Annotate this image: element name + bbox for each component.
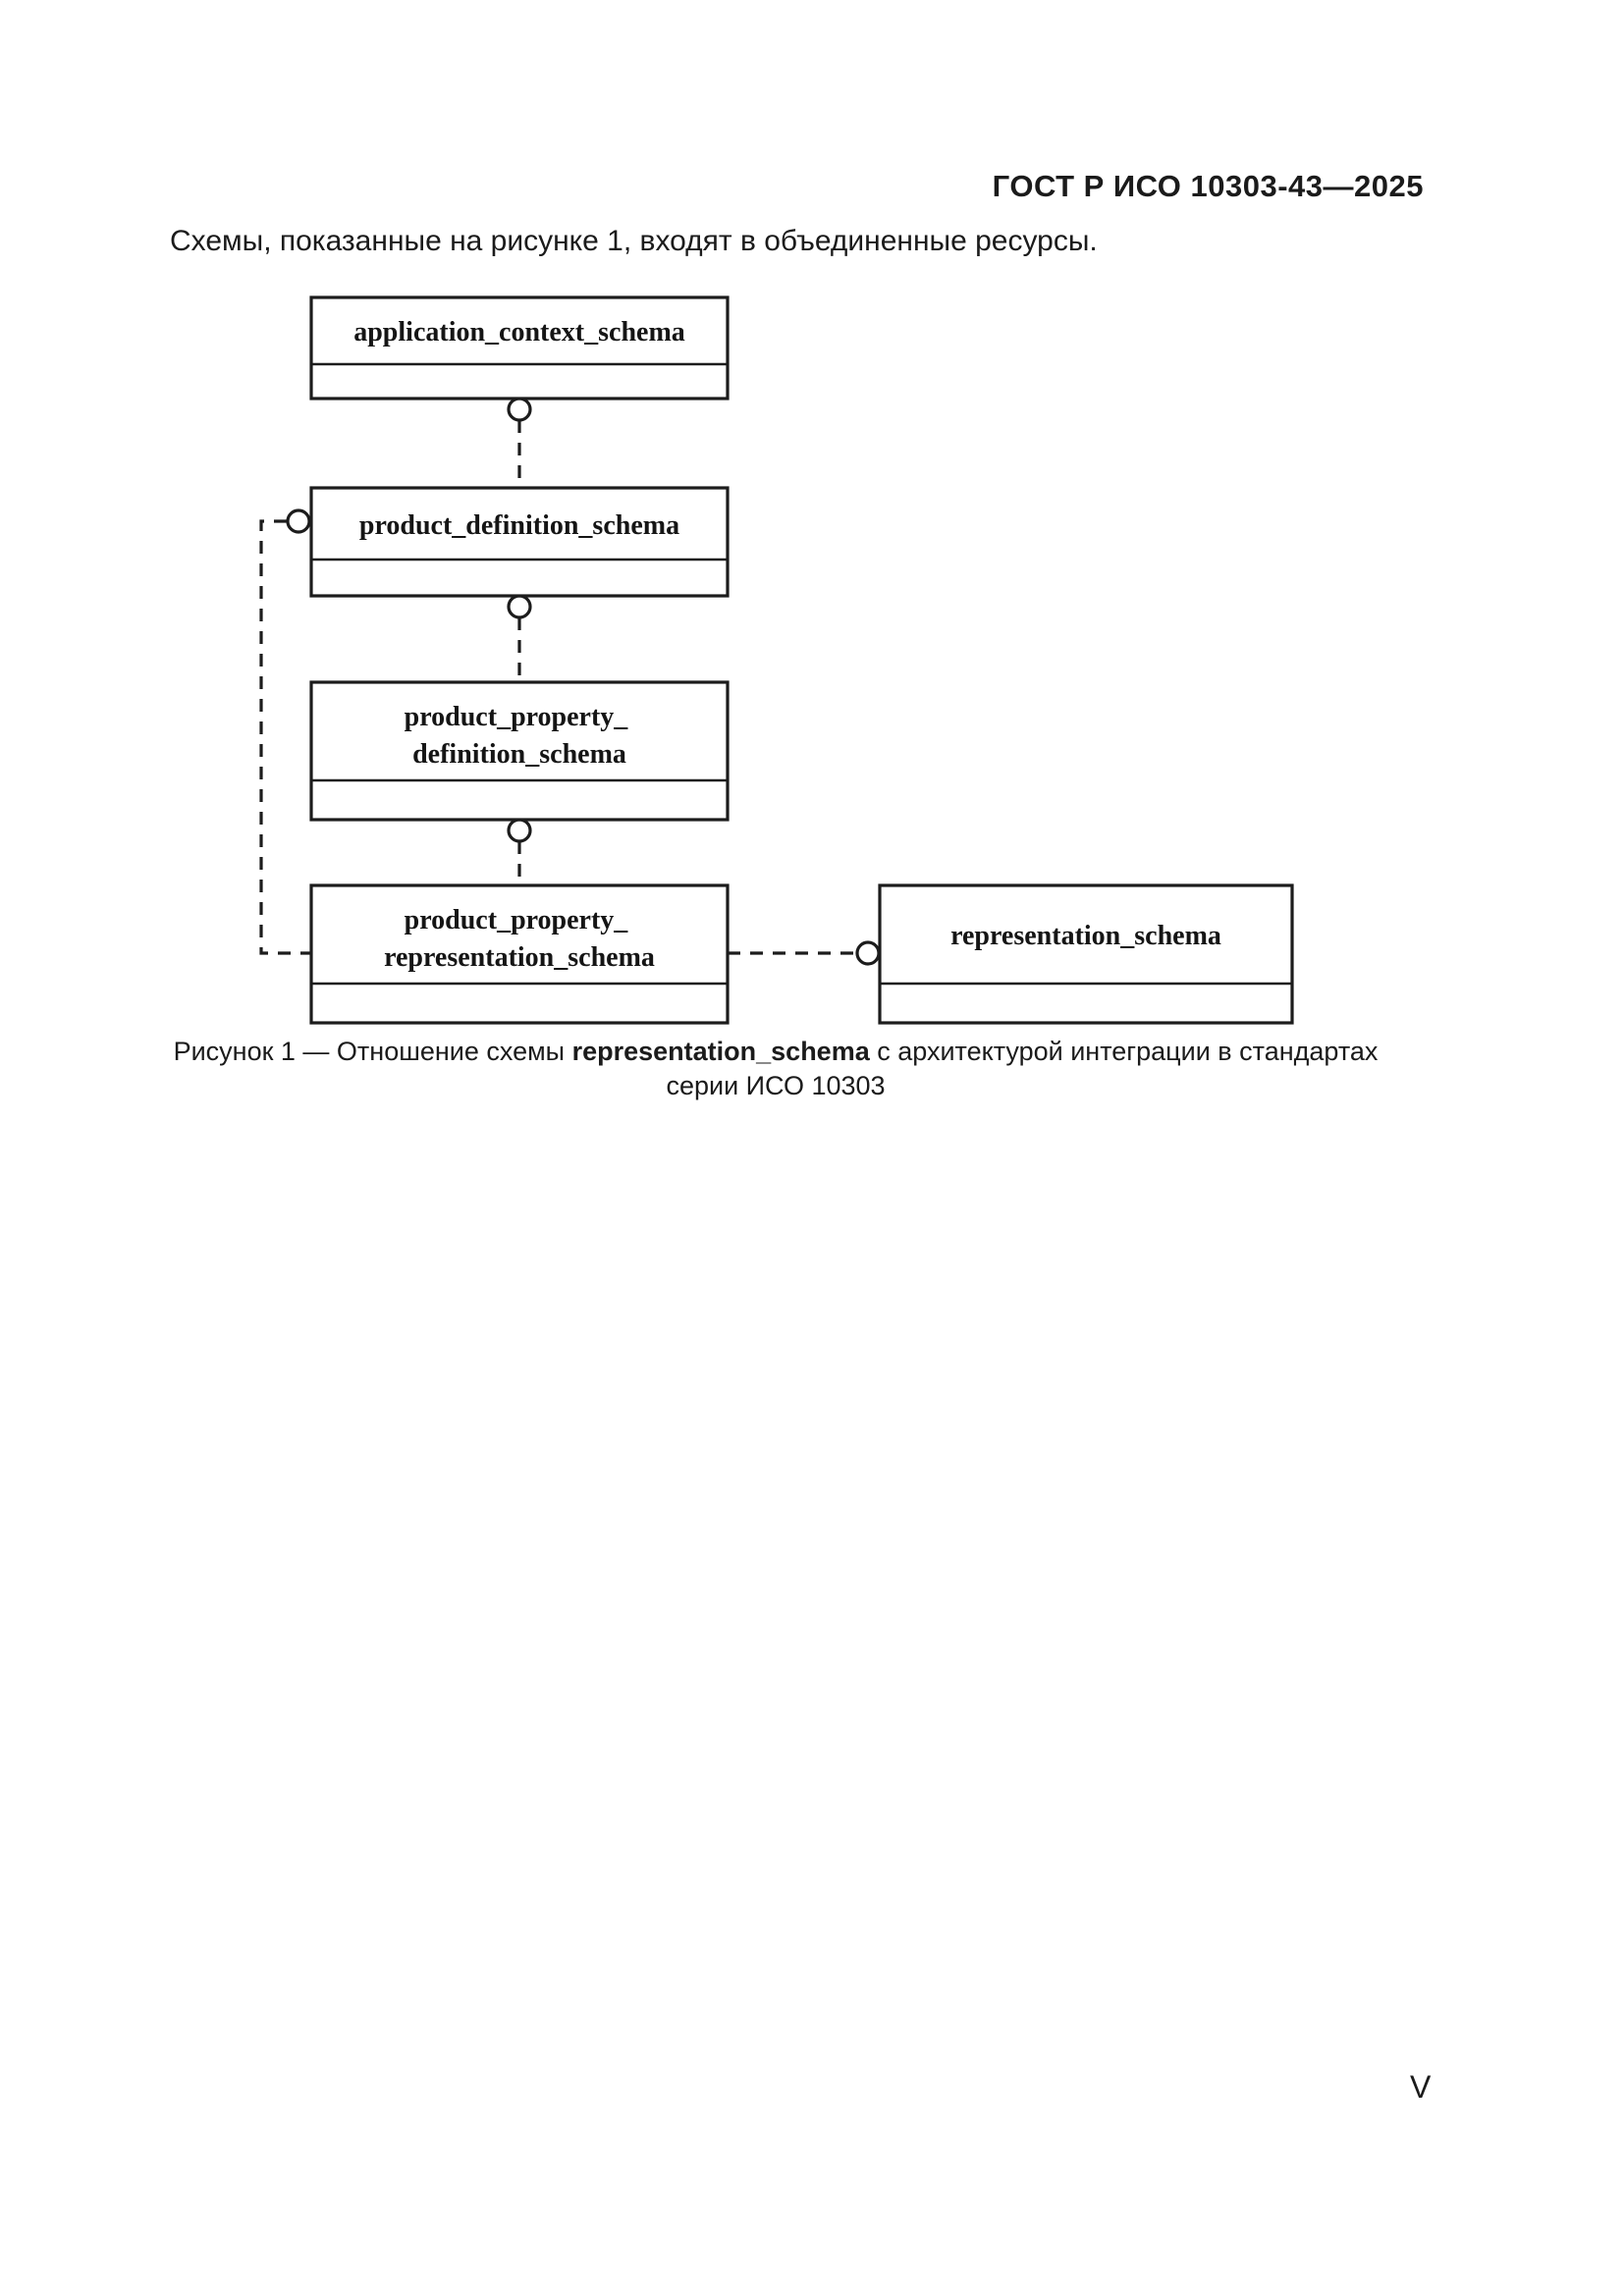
page-number: V <box>1410 2069 1432 2105</box>
document-header-code: ГОСТ Р ИСО 10303-43—2025 <box>992 169 1424 203</box>
schema-box-frame <box>309 680 730 822</box>
connector-dashed-polyline-left <box>259 519 311 955</box>
schema-box-product-property-definition: product_property_ definition_schema <box>309 680 730 822</box>
connector-circle-icon <box>507 397 532 422</box>
schema-box-frame <box>309 883 730 1025</box>
schema-box-frame <box>309 295 730 400</box>
schema-box-label: representation_schema <box>950 921 1221 951</box>
schema-box-label-line: product_property_ <box>405 905 629 935</box>
schema-box-label: product_definition_schema <box>359 510 679 541</box>
figure-caption-line2: серии ИСО 10303 <box>666 1071 886 1100</box>
schema-box-frame <box>878 883 1294 1025</box>
connector-circle-icon <box>507 594 532 619</box>
schema-box-label-line: product_property_ <box>405 702 629 732</box>
schema-box-representation: representation_schema <box>878 883 1294 1025</box>
schema-box-label: application_context_schema <box>353 317 685 347</box>
figure-caption-text: с архитектурой интеграции в стандартах <box>869 1037 1379 1066</box>
connector-circle-icon <box>507 818 532 843</box>
schema-box-label: product_property_ definition_schema <box>405 702 635 770</box>
connector-circle-icon <box>855 940 881 966</box>
schema-box-product-property-representation: product_property_ representation_schema <box>309 883 730 1025</box>
schema-box-frame <box>309 486 730 598</box>
schema-box-label-line: representation_schema <box>384 942 655 973</box>
figure-caption: Рисунок 1 — Отношение схемы representati… <box>121 1035 1431 1103</box>
schema-box-product-definition: product_definition_schema <box>309 486 730 598</box>
schema-box-application-context: application_context_schema <box>309 295 730 400</box>
figure-caption-text: Рисунок 1 — Отношение схемы <box>173 1037 572 1066</box>
figure-caption-bold-term: representation_schema <box>571 1037 870 1066</box>
schema-box-label: product_property_ representation_schema <box>384 905 655 973</box>
connector-circle-icon <box>286 508 311 534</box>
schema-box-label-line: definition_schema <box>412 739 626 770</box>
intro-paragraph: Схемы, показанные на рисунке 1, входят в… <box>170 225 1098 257</box>
